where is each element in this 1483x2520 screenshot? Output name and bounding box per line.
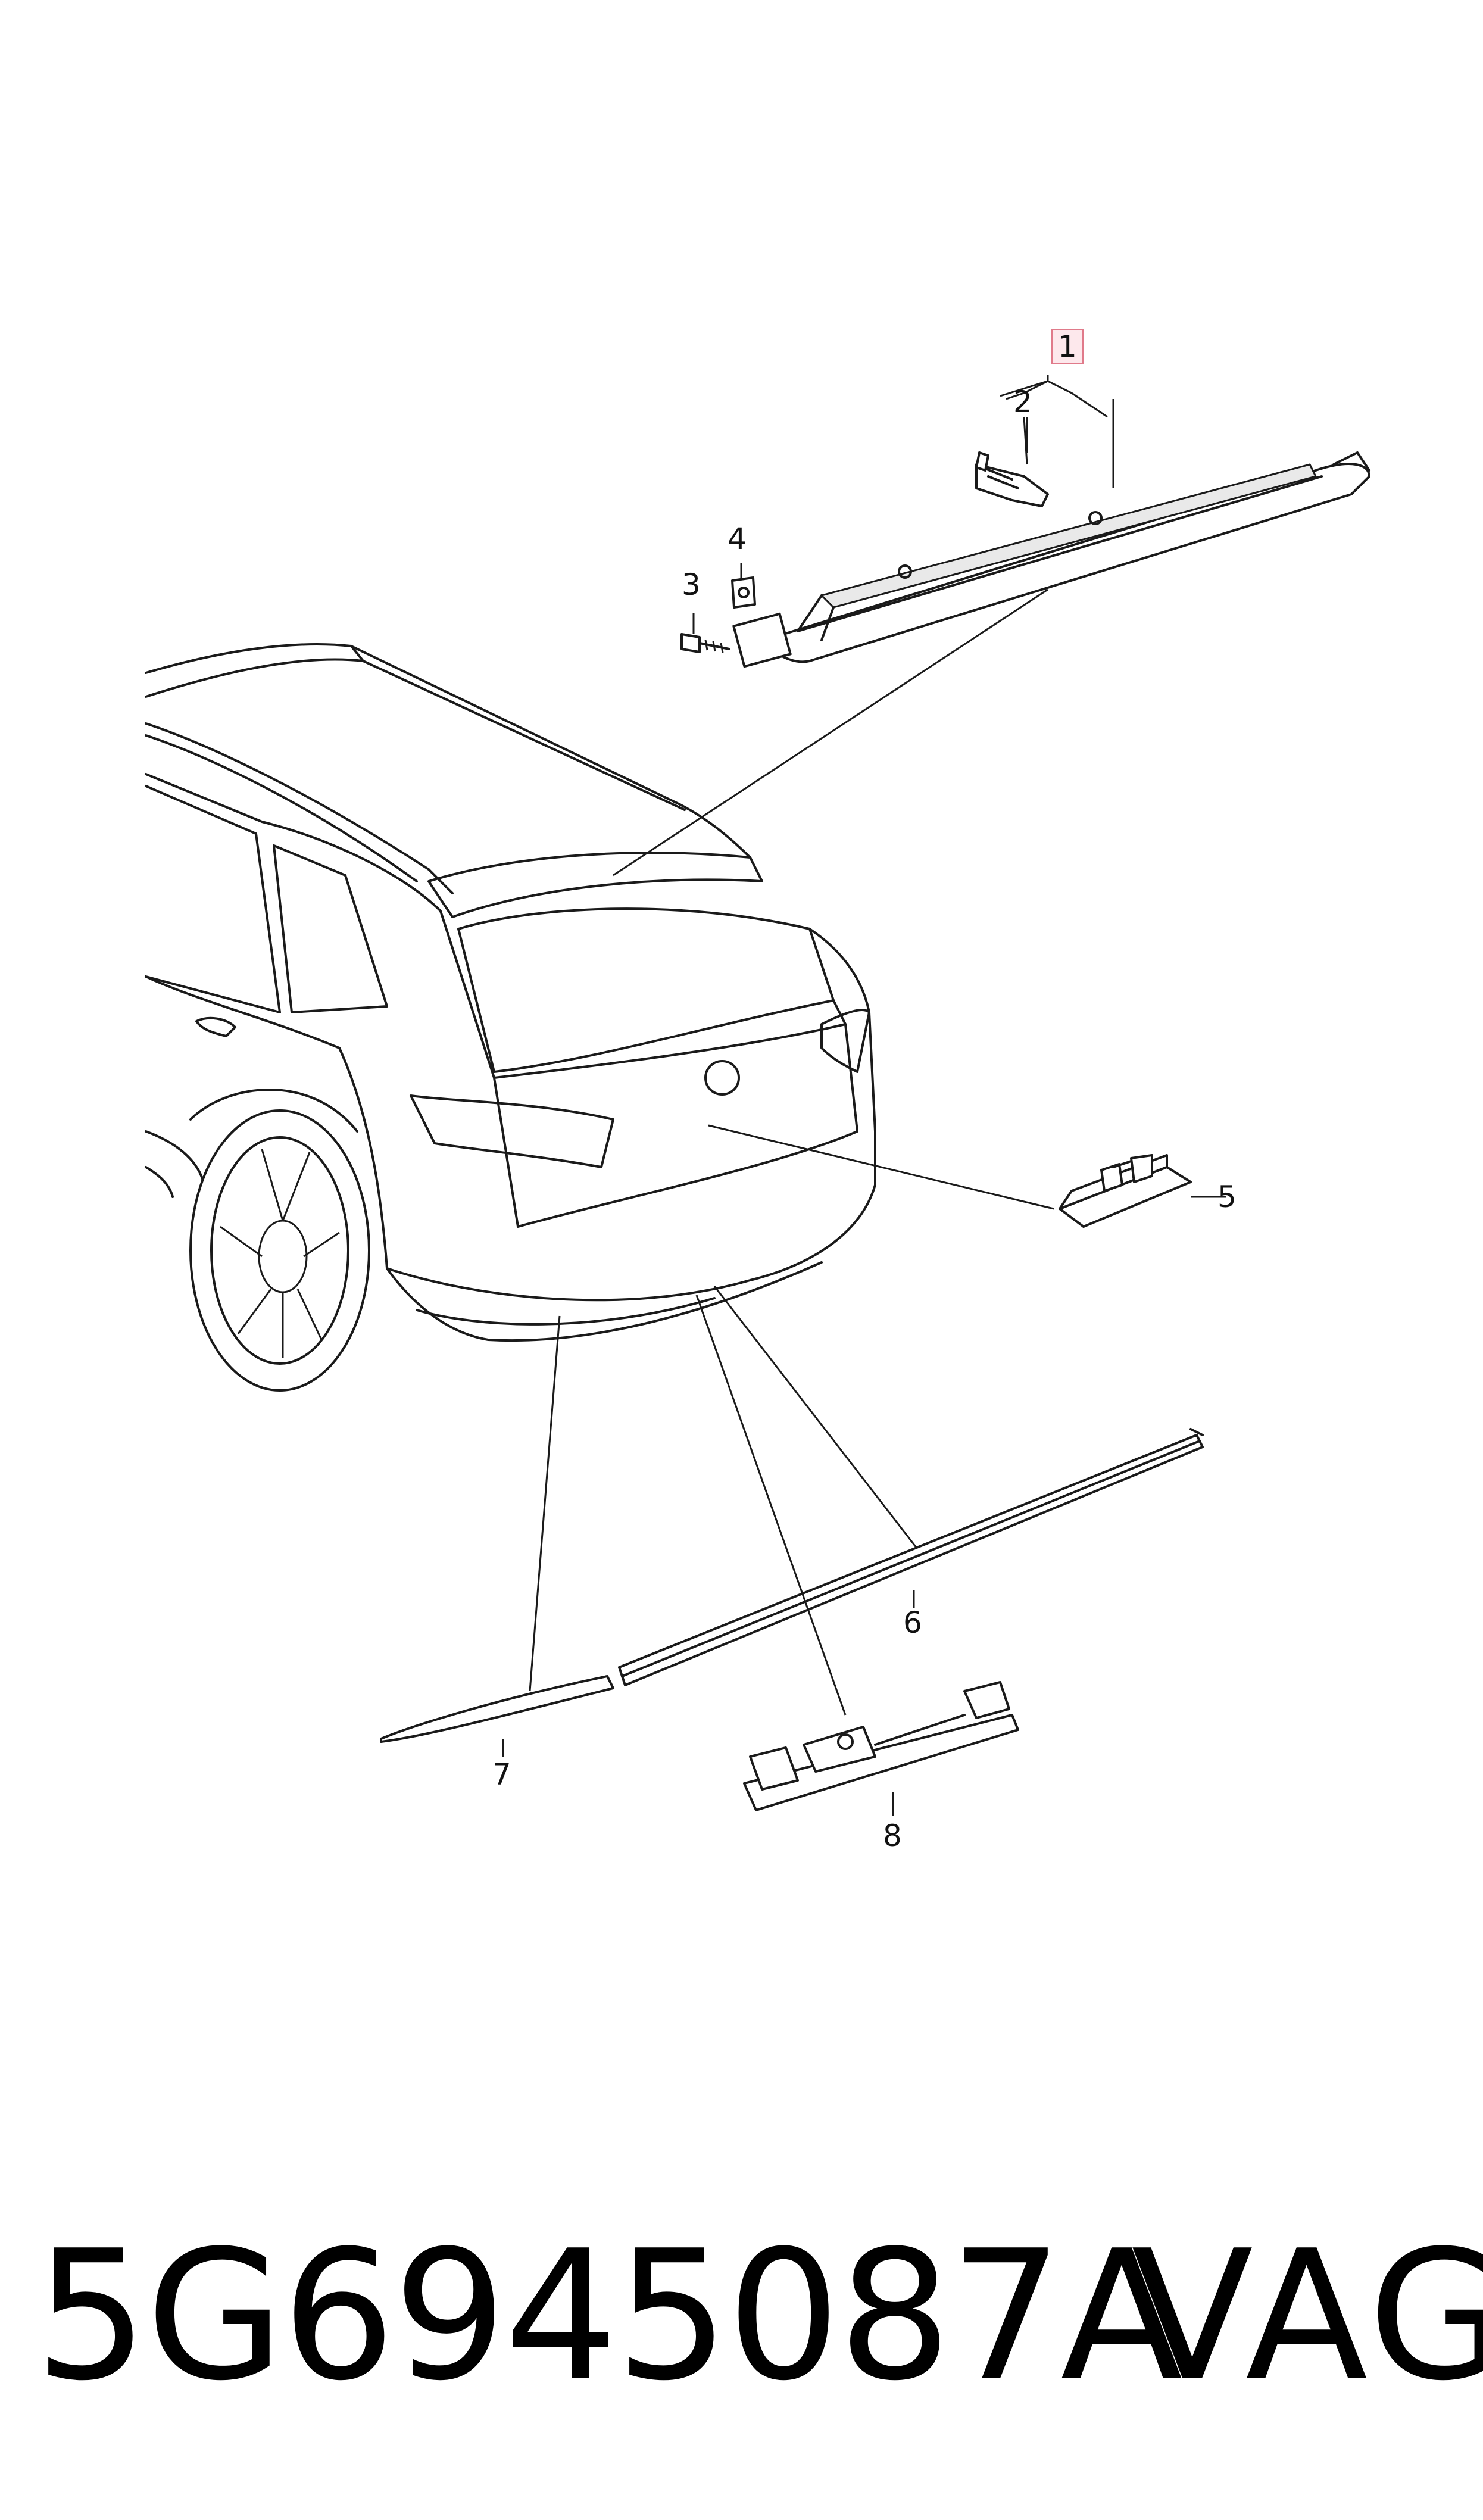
part-number-text: 5G6945087A bbox=[35, 2212, 1183, 2420]
connector-part-2 bbox=[975, 451, 1049, 507]
number-plate-light-part-5 bbox=[1059, 1154, 1192, 1228]
brake-light-bar-part-1 bbox=[732, 451, 1370, 668]
callout-5: 5 bbox=[1217, 1180, 1237, 1214]
callout-1: 1 bbox=[1051, 329, 1084, 364]
callout-3: 3 bbox=[682, 567, 701, 602]
vehicle-outline bbox=[145, 643, 876, 1392]
brand-text: VAG bbox=[1131, 2212, 1483, 2420]
callout-8: 8 bbox=[883, 1819, 902, 1853]
callout-6: 6 bbox=[903, 1605, 922, 1640]
callout-4: 4 bbox=[728, 522, 747, 556]
callout-7: 7 bbox=[492, 1757, 511, 1792]
callout-2: 2 bbox=[1013, 385, 1032, 419]
actuator-part-8 bbox=[743, 1681, 1019, 1811]
clip-nut-part-4 bbox=[731, 576, 756, 609]
screw-part-3 bbox=[680, 633, 730, 653]
trim-end-part-7 bbox=[380, 1675, 614, 1743]
trim-strip-part-6 bbox=[618, 1428, 1204, 1686]
leader-lines bbox=[502, 375, 1226, 1816]
